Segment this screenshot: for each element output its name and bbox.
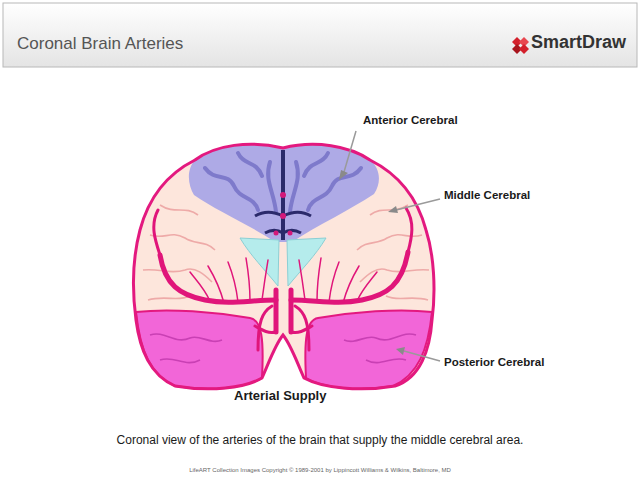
artery — [329, 262, 339, 302]
caption: Coronal view of the arteries of the brai… — [0, 433, 640, 447]
midline-artery — [288, 231, 293, 236]
ventricle — [240, 238, 326, 286]
brain-outline — [133, 144, 434, 389]
artery — [406, 208, 412, 252]
leader-line — [396, 199, 440, 210]
brain-outline — [133, 144, 434, 389]
leader-line — [404, 351, 440, 361]
region-label: Middle Cerebral — [444, 189, 530, 203]
anterior-territory — [189, 144, 379, 242]
logo-icon — [512, 37, 529, 54]
posterior-folds — [160, 359, 200, 363]
artery — [262, 260, 268, 300]
artery — [154, 210, 160, 255]
cortex-folds — [370, 205, 408, 215]
leader-line — [339, 131, 440, 361]
midline-artery — [280, 192, 286, 198]
artery — [190, 272, 210, 301]
anterior-territory — [189, 144, 379, 242]
midline-artery — [281, 150, 285, 240]
anterior-folds — [308, 168, 361, 210]
posterior-folds — [150, 334, 222, 341]
posterior-folds — [366, 359, 406, 363]
cortex-folds — [148, 296, 190, 300]
posterior-folds — [150, 334, 416, 363]
cortex-folds — [143, 269, 212, 282]
brain-border — [133, 144, 434, 389]
artery — [154, 208, 412, 350]
artery — [317, 258, 321, 301]
artery — [291, 326, 312, 333]
leader-line — [388, 206, 398, 213]
leader-line — [339, 170, 348, 180]
artery — [357, 272, 377, 301]
midline-artery — [265, 230, 301, 233]
cortex-folds — [160, 205, 198, 215]
anterior-folds — [304, 153, 328, 176]
artery — [246, 258, 250, 301]
copyright-note: LifeART Collection Images Copyright © 19… — [0, 467, 640, 474]
artery — [208, 266, 224, 303]
region-label: Posterior Cerebral — [444, 356, 544, 370]
artery — [274, 290, 279, 332]
midline-artery — [280, 213, 286, 219]
artery — [343, 266, 359, 303]
artery — [289, 290, 294, 332]
artery — [228, 262, 238, 302]
artery — [160, 255, 276, 302]
midline-artery — [255, 150, 311, 240]
logo-text: SmartDraw — [531, 32, 626, 54]
brain-border — [133, 144, 434, 389]
cortex-folds — [386, 296, 428, 300]
posterior-territory — [136, 310, 263, 388]
region-label: Anterior Cerebral — [363, 114, 458, 128]
anterior-folds — [238, 153, 262, 176]
leader-line — [396, 347, 405, 355]
posterior-territory — [136, 310, 432, 388]
subtitle: Arterial Supply — [234, 388, 326, 404]
ventricle — [240, 238, 279, 286]
anterior-folds — [205, 168, 258, 210]
leader-line — [344, 131, 356, 172]
anterior-folds — [268, 162, 276, 212]
logo-icon — [519, 44, 529, 54]
header-bar — [3, 3, 637, 67]
cortex-folds — [150, 235, 215, 250]
header-bar — [3, 3, 637, 67]
artery — [255, 326, 276, 333]
anterior-folds — [290, 162, 298, 212]
posterior-territory — [305, 310, 432, 388]
midline-artery — [274, 231, 279, 236]
artery — [299, 260, 305, 300]
artery — [291, 252, 408, 302]
posterior-folds — [344, 334, 416, 341]
page-title: Coronal Brain Arteries — [17, 34, 183, 54]
